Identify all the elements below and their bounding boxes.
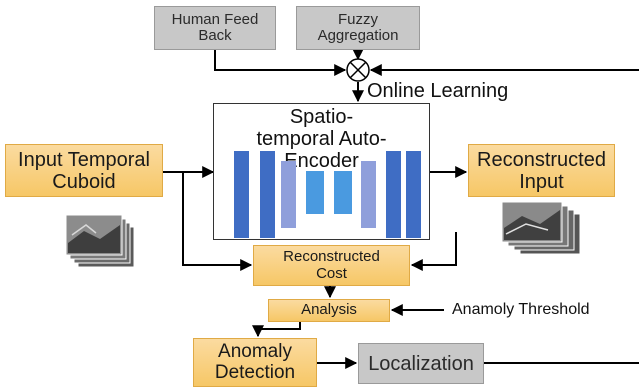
bottleneck-layer (334, 171, 352, 214)
encoder-layer (260, 151, 275, 238)
autoencoder-box: Spatio-temporal Auto-Encoder (213, 103, 430, 240)
human-feedback-box: Human Feed Back (154, 6, 276, 50)
input-cuboid-box: Input Temporal Cuboid (5, 144, 163, 197)
online-learning-label: Online Learning (367, 80, 509, 102)
reconstructed-cost-label: Reconstructed Cost (283, 248, 380, 282)
reconstructed-frames-image (501, 201, 581, 255)
decoder-layer (386, 151, 401, 238)
analysis-label: Analysis (301, 301, 357, 319)
anomaly-detection-box: Anomaly Detection (193, 338, 317, 387)
reconstructed-cost-box: Reconstructed Cost (253, 245, 410, 286)
decoder-layer (361, 161, 376, 228)
reconstructed-input-label: Reconstructed Input (477, 148, 606, 193)
encoder-layer (281, 161, 296, 228)
encoder-layer (234, 151, 249, 238)
localization-label: Localization (368, 352, 474, 375)
localization-box: Localization (358, 343, 484, 384)
fuzzy-aggregation-label: Fuzzy Aggregation (317, 10, 399, 44)
multiply-node-icon (346, 58, 370, 82)
input-frames-image (65, 214, 135, 268)
fuzzy-aggregation-box: Fuzzy Aggregation (296, 6, 420, 50)
anomaly-detection-label: Anomaly Detection (214, 340, 296, 383)
analysis-box: Analysis (268, 299, 390, 322)
autoencoder-title: Spatio-temporal Auto-Encoder (256, 106, 387, 172)
reconstructed-input-box: Reconstructed Input (468, 144, 615, 197)
threshold-label: Anamoly Threshold (452, 301, 590, 318)
human-feedback-label: Human Feed Back (171, 10, 259, 44)
bottleneck-layer (306, 171, 324, 214)
input-cuboid-label: Input Temporal Cuboid (18, 148, 150, 193)
decoder-layer (406, 151, 421, 238)
